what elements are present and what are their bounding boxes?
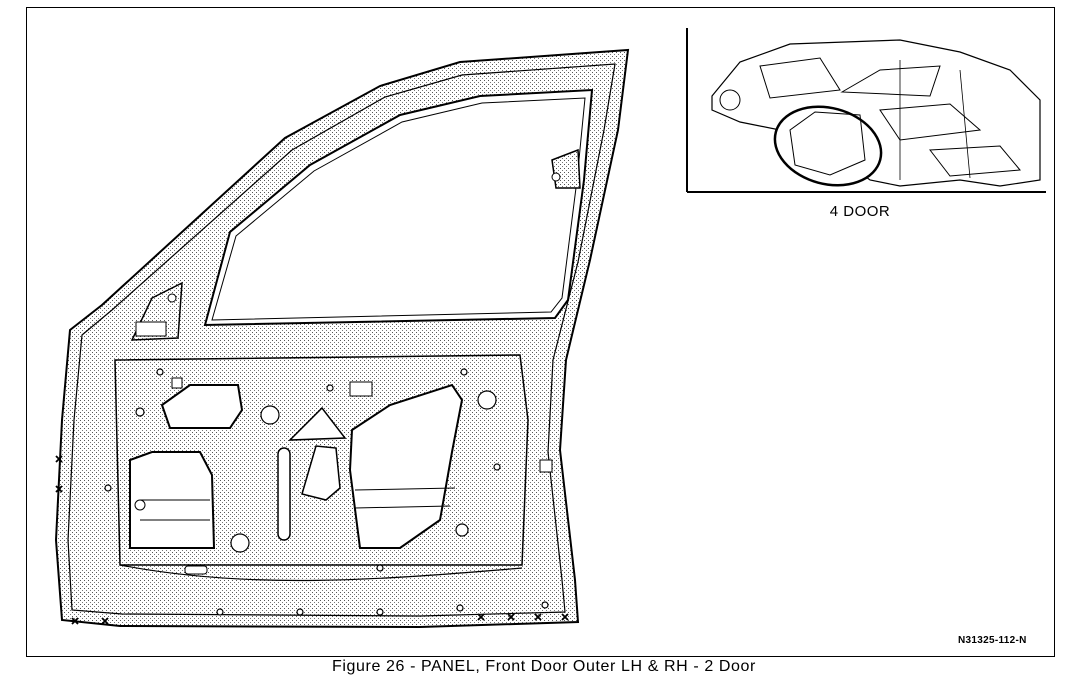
inset-label: 4 DOOR: [829, 203, 891, 220]
figure-frame: [26, 7, 1055, 657]
four-door-inset: [686, 28, 1046, 193]
window-opening: [203, 88, 594, 327]
panel-holes: [104, 368, 549, 616]
upper-left-opening: [160, 384, 244, 429]
car-body-sketch: [711, 39, 1041, 187]
slot-opening-1: [277, 447, 291, 541]
x-marks: [55, 455, 569, 625]
part-number: N31325-112-N: [958, 635, 1027, 646]
inner-lower-edge: [119, 564, 523, 582]
slot-opening-2: [301, 445, 341, 501]
door-inner-flange: [67, 63, 616, 617]
window-inner-line: [211, 97, 586, 321]
figure-frame-bottom: [26, 656, 1055, 657]
highlighted-door: [773, 105, 883, 187]
figure-caption: Figure 26 - PANEL, Front Door Outer LH &…: [332, 658, 756, 675]
center-opening: [288, 406, 347, 441]
